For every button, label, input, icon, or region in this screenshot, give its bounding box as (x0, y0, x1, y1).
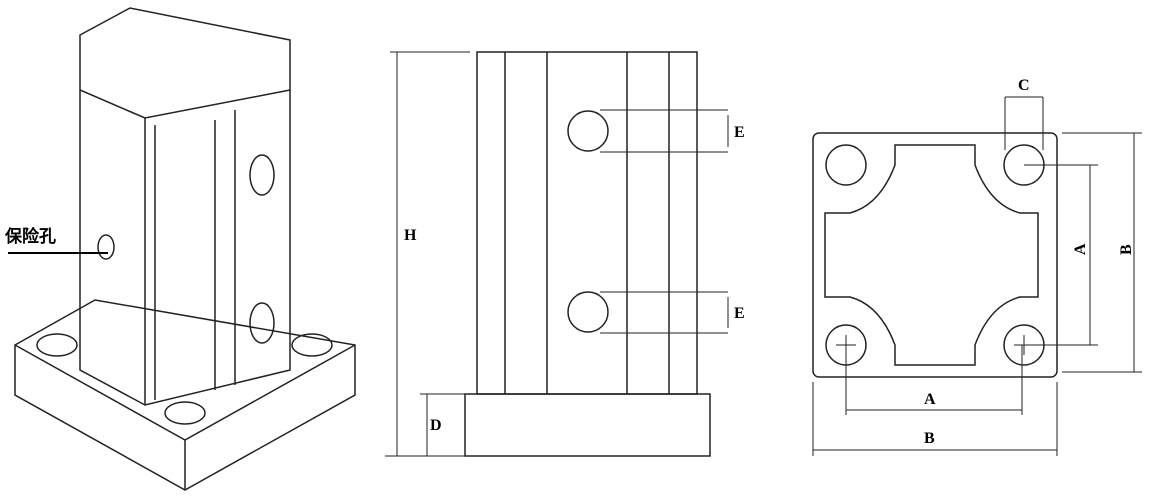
dim-C: C (1018, 77, 1030, 94)
front-view: H D E E (385, 51, 745, 457)
top-view: C A B A B (812, 77, 1142, 456)
dim-E-top: E (734, 124, 745, 141)
isometric-view: 保险孔 (4, 7, 356, 491)
dim-A-horizontal: A (924, 391, 936, 408)
dim-A-vertical: A (1072, 243, 1089, 255)
dim-H: H (404, 227, 417, 244)
dim-E-bottom: E (734, 305, 745, 322)
safety-hole-label: 保险孔 (4, 226, 56, 247)
dim-B-vertical: B (1118, 244, 1135, 255)
dim-B-horizontal: B (924, 430, 935, 447)
dim-D: D (430, 417, 442, 434)
